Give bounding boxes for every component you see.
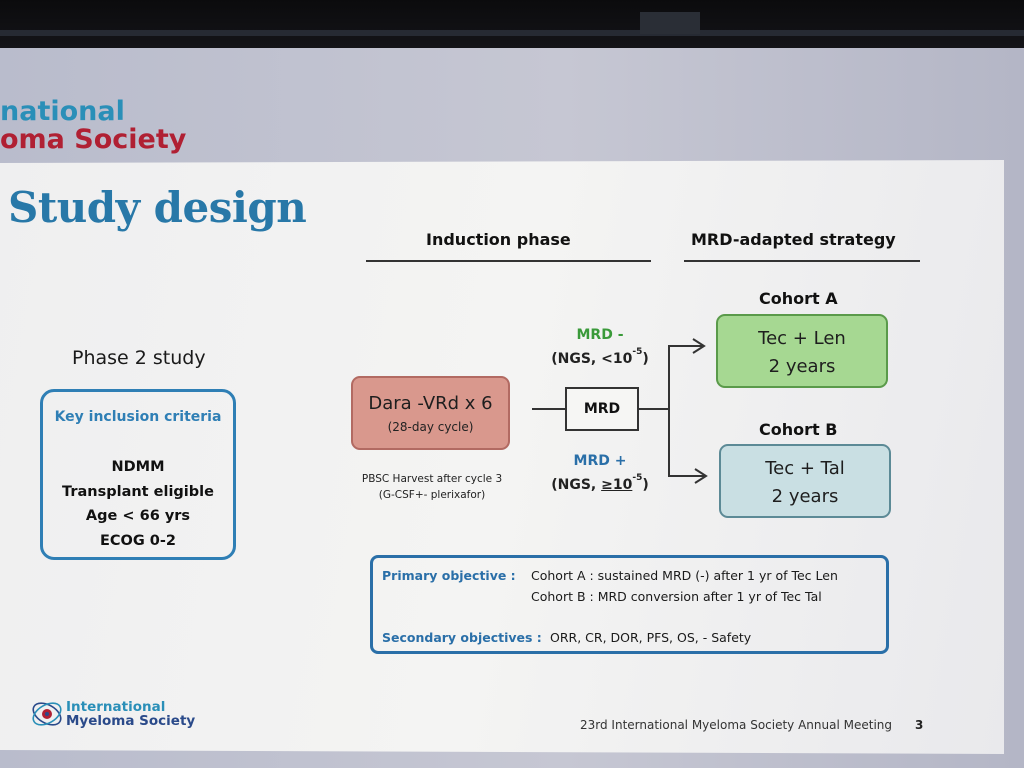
slide-title: Study design [8,183,307,232]
connector-from-mrd [639,408,669,410]
cycle-label: (28-day cycle) [387,420,474,434]
mrd-positive-title: MRD + [573,453,627,469]
inclusion-item: Transplant eligible [62,483,214,500]
inclusion-criteria-box: Key inclusion criteria NDMM Transplant e… [40,389,236,560]
inclusion-item: ECOG 0-2 [99,532,177,549]
arrow-right-icon [694,468,708,484]
cohort-b-duration: 2 years [771,486,839,507]
harvest-line-2: (G-CSF+- plerixafor) [378,489,486,501]
footer-meeting: 23rd International Myeloma Society Annua… [580,718,892,732]
page-number: 3 [915,718,924,732]
cohort-b-treatment: Tec + Tal [765,458,845,479]
primary-objective-label: Primary objective : [382,568,516,583]
regimen-label: Dara -VRd x 6 [368,393,493,414]
primary-objective-a: Cohort A : sustained MRD (-) after 1 yr … [531,568,838,583]
strategy-underline [684,260,920,262]
induction-underline [366,260,651,262]
cohort-a-treatment: Tec + Len [758,328,846,349]
induction-phase-heading: Induction phase [426,230,571,249]
header-brand: national oma Society [0,98,186,154]
brand-line-2: oma Society [0,124,187,155]
inclusion-title: Key inclusion criteria [54,409,222,425]
mrd-assessment-box: MRD [565,387,639,431]
harvest-line-1: PBSC Harvest after cycle 3 [361,473,503,485]
cohort-b-heading: Cohort B [759,420,838,439]
secondary-objectives-label: Secondary objectives : [382,630,542,645]
inclusion-item: Age < 66 yrs [85,508,191,524]
ceiling-truss [0,0,1024,48]
cohort-b-box: Tec + Tal 2 years [719,444,891,518]
branch-lower [668,475,704,477]
secondary-objectives: ORR, CR, DOR, PFS, OS, - Safety [550,630,752,645]
mrd-negative-threshold: (NGS, <10-5) [551,347,649,367]
objectives-box: Primary objective : Cohort A : sustained… [370,555,889,654]
arrow-right-icon [692,338,706,354]
branch-upper [668,345,702,347]
inclusion-item: NDMM [111,459,165,475]
cohort-a-duration: 2 years [768,356,836,377]
brand-line-1: national [0,96,125,127]
mrd-negative-label: MRD - (NGS, <10-5) [540,323,660,371]
footer-brand: International Myeloma Society [66,700,195,728]
connector-to-mrd [532,408,566,410]
branch-line [668,345,670,477]
phase-label: Phase 2 study [72,347,206,369]
footer-brand-line-1: International [66,699,166,715]
mrd-positive-threshold: (NGS, ≥10-5) [551,473,649,493]
induction-regimen-box: Dara -VRd x 6 (28-day cycle) [351,376,510,450]
footer-brand-line-2: Myeloma Society [66,713,196,729]
cohort-a-heading: Cohort A [759,289,838,308]
mrd-negative-title: MRD - [576,327,624,343]
primary-objective-b: Cohort B : MRD conversion after 1 yr of … [531,589,822,604]
myeloma-society-logo-icon [32,702,62,726]
cohort-a-box: Tec + Len 2 years [716,314,888,388]
harvest-note: PBSC Harvest after cycle 3 (G-CSF+- pler… [352,471,512,503]
mrd-strategy-heading: MRD-adapted strategy [691,230,896,249]
mrd-positive-label: MRD + (NGS, ≥10-5) [540,449,660,497]
inclusion-list: NDMM Transplant eligible Age < 66 yrs EC… [43,455,233,553]
